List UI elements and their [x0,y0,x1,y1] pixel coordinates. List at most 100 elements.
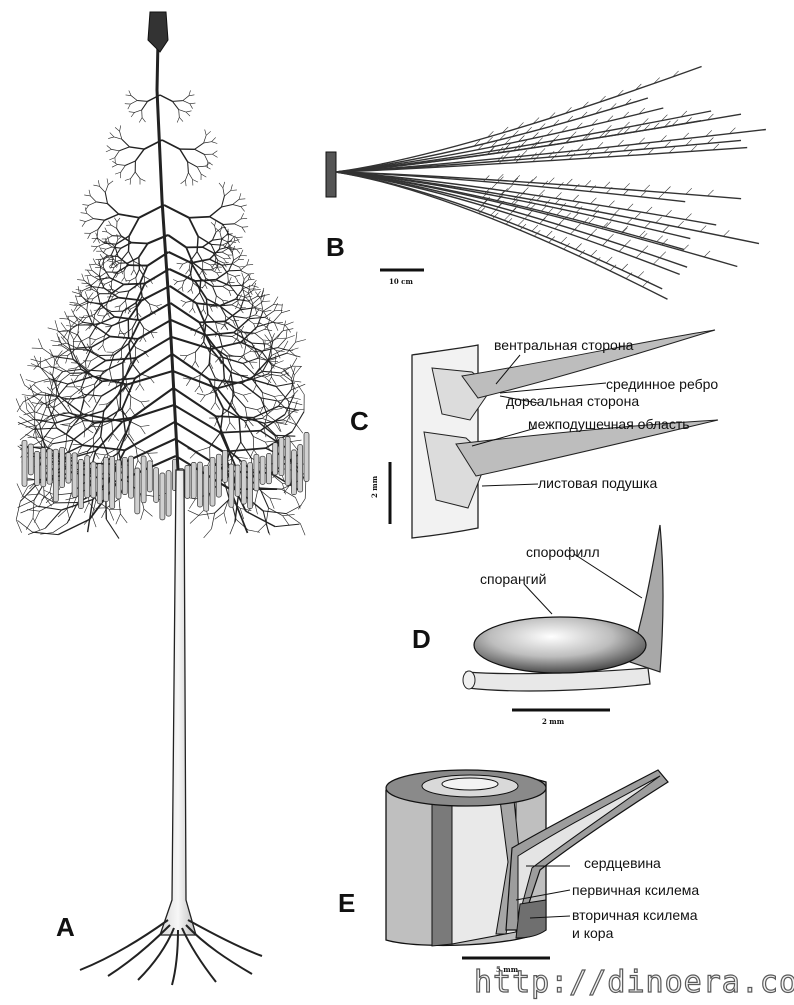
crown-branch [126,301,127,309]
crown-branch [129,433,134,441]
tuft-leaf-fringe [627,218,633,224]
crown-leaf-tassel [28,444,33,475]
tuft-leaf-fringe [497,174,503,180]
crown-branch [212,151,217,155]
crown-branch [117,165,125,166]
crown-branch [58,519,89,534]
crown-branch [50,379,69,384]
crown-branch [255,329,265,333]
crown-branch [21,506,38,513]
tuft-leaf-fringe [624,183,630,189]
crown-branch [291,442,298,450]
crown-branch [60,424,70,425]
crown-branch [121,251,128,260]
crown-branch [235,275,241,276]
crown-branch [197,236,198,251]
crown-branch [59,318,67,319]
crown-branch [81,302,90,305]
crown-branch [141,401,149,402]
crown-branch [101,272,107,276]
crown-branch [270,498,281,499]
crown-branch [156,304,161,306]
crown-branch [61,323,66,330]
crown-leaf-tassel [122,457,127,494]
crown-branch [118,330,120,336]
label-ventral-side: вентральная сторона [494,337,634,353]
crown-branch [70,373,87,374]
crown-branch [283,516,290,526]
crown-branch [41,366,51,368]
crown-leaf-tassel [104,457,109,501]
tuft-leaf-fringe [645,222,651,228]
crown-branch [191,259,209,263]
crown-branch [195,143,204,149]
crown-branch [233,205,241,207]
crown-branch [204,135,207,143]
tuft-leaf-fringe [660,252,666,258]
crown-branch [139,118,142,123]
crown-branch [148,453,158,454]
crown-branch [227,356,232,369]
tuft-leaf-fringe [483,176,489,182]
crown-branch [224,325,228,330]
panel-e-letter: E [338,888,355,918]
crown-branch [253,436,254,449]
crown-branch [206,299,207,315]
crown-branch [142,101,148,110]
crown-branch [105,185,108,193]
crown-branch [109,369,111,379]
crown-branch [216,296,222,300]
crown-branch [39,496,44,508]
crown-branch [103,345,106,352]
crown-leaf-tassel [254,454,259,491]
crown-branch [91,340,95,345]
crown-branch [120,384,121,407]
crown-branch [66,355,68,363]
crown-branch [84,384,95,388]
crown-branch [271,377,276,385]
tuft-leaf-fringe [591,250,597,256]
crown-branch [276,386,288,401]
crown-leaf-tassel [66,453,71,483]
crown-branch [252,286,259,288]
crown-branch [75,295,78,303]
crown-leaf-tassel [53,449,58,502]
crown-branch [111,225,117,228]
crown-branch [131,112,134,117]
crown-branch [265,335,271,343]
crown-branch [260,488,269,508]
crown-branch [197,167,201,174]
tuft-leaf-fringe [561,237,567,243]
crown-branch [239,199,245,200]
crown-branch [143,336,146,342]
crown-branch [66,326,74,327]
crown-leaf-tassel [22,440,27,486]
crown-branch [170,286,197,303]
crown-branch [222,196,225,207]
crown-branch [215,498,231,513]
crown-branch [92,279,99,284]
crown-branch [138,320,171,339]
crown-branch [114,137,122,139]
crown-branch [56,372,62,382]
crown-branch [66,434,67,448]
crown-branch [243,393,251,395]
tuft-leaf-fringe [573,195,579,201]
crown-branch [296,332,297,343]
crown-branch [236,237,242,238]
crown-branch [173,280,177,282]
crown-branch [80,220,86,222]
crown-branch [285,415,290,424]
crown-branch [298,499,305,510]
crown-branch [216,323,224,325]
tuft-leaves [336,67,766,300]
crown-branch [82,274,84,281]
crown-branch [275,355,276,364]
crown-leaf-tassel [279,438,284,476]
crown-branch [215,403,220,410]
crown-branch [19,417,35,426]
label-intercushion-area: межподушечная область [528,416,690,432]
crown-branch [224,513,227,524]
tuft-leaf-fringe [656,217,662,223]
crown-branch [125,408,130,415]
